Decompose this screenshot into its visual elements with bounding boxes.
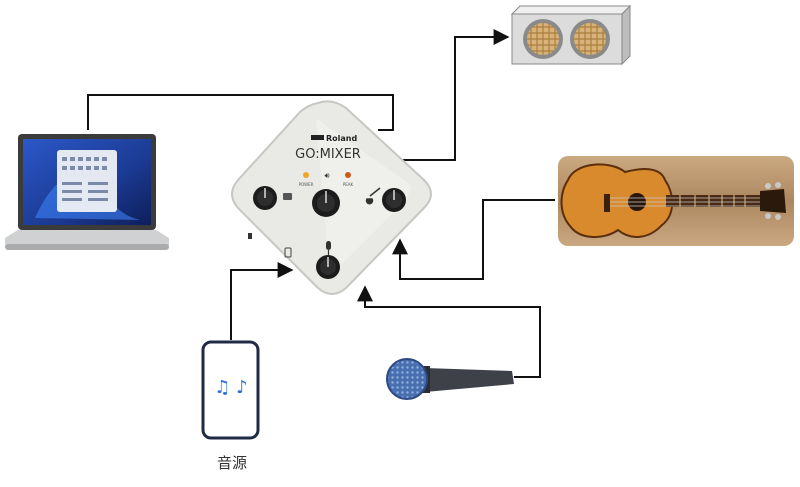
roland-logo: Roland — [311, 134, 357, 143]
power-led — [303, 172, 309, 178]
power-label: POWER — [299, 182, 314, 187]
brand-label: Roland — [326, 134, 357, 143]
usb-port — [283, 193, 292, 200]
wire-mic-mixer — [357, 285, 541, 378]
guitar-input-icon — [365, 187, 381, 205]
smartphone-icon: ♫ ♪ — [201, 340, 260, 440]
smartphone-caption: 音源 — [217, 454, 247, 472]
microphone-icon — [386, 358, 514, 400]
knob-guitar[interactable] — [382, 188, 406, 212]
phone-port-icon — [284, 247, 292, 258]
wire-guitar-mixer — [392, 199, 555, 280]
volume-icon: 🔊︎ — [324, 171, 329, 180]
wire-phone-mixer — [230, 262, 294, 340]
peak-label: PEAK — [343, 182, 354, 187]
knob-master[interactable] — [312, 189, 340, 217]
side-switch — [248, 233, 252, 239]
laptop-icon — [5, 134, 169, 250]
mic-input-icon — [326, 241, 331, 255]
speaker-icon — [510, 4, 632, 66]
knob-left[interactable] — [253, 186, 277, 210]
peak-led — [345, 172, 351, 178]
go-mixer-device: Roland GO:MIXER POWER 🔊︎ PEAK — [231, 100, 432, 295]
wire-mixer-speaker — [398, 29, 510, 161]
music-note-icon: ♫ ♪ — [214, 377, 247, 398]
acoustic-guitar-icon — [558, 156, 794, 246]
knob-mic[interactable] — [316, 255, 340, 279]
wires — [87, 29, 555, 378]
model-label: GO:MIXER — [295, 147, 361, 162]
wire-laptop-mixer — [87, 94, 394, 131]
